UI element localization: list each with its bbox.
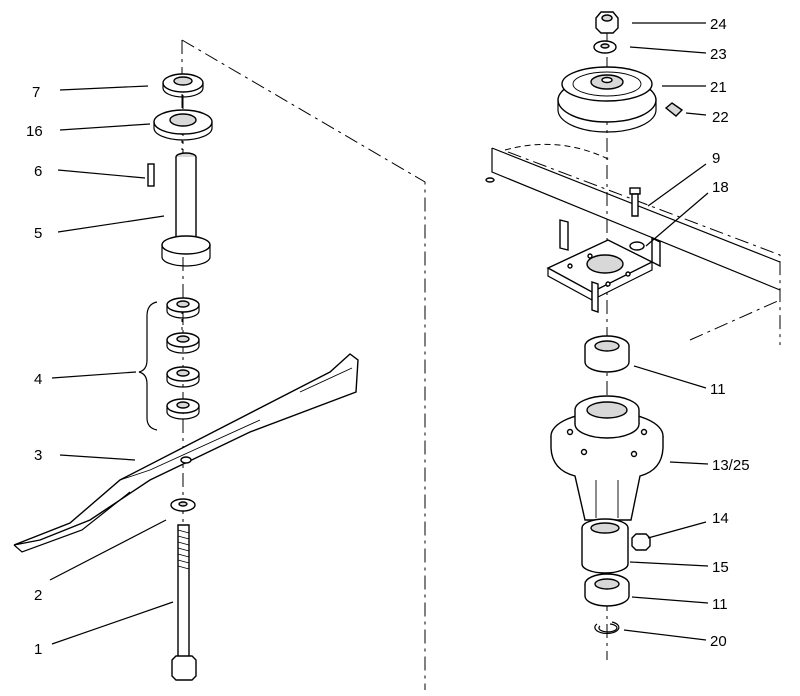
callout-4: 4: [34, 371, 42, 388]
part-18-bracket: [629, 236, 661, 268]
callout-3: 3: [34, 447, 42, 464]
part-16-washer: [153, 109, 213, 141]
callout-24: 24: [710, 16, 727, 33]
callout-5: 5: [34, 225, 42, 242]
mounting-plate: [546, 219, 654, 313]
part-14-nut: [631, 533, 651, 551]
part-5-spacer-tube: [161, 152, 211, 267]
callout-22: 22: [712, 109, 729, 126]
callout-6: 6: [34, 163, 42, 180]
callout-23: 23: [710, 46, 727, 63]
part-21-pulley: [557, 66, 657, 133]
part-20-retaining-ring: [594, 621, 620, 634]
part-15-spacer: [581, 518, 629, 574]
deck-outline: [181, 39, 781, 690]
leader-lines: [49, 22, 709, 645]
part-24-nut: [595, 11, 619, 34]
part-2-washer: [170, 498, 196, 512]
callout-21: 21: [710, 79, 727, 96]
callout-11-upper: 11: [710, 381, 726, 398]
callout-1: 1: [34, 641, 42, 658]
callout-2: 2: [34, 587, 42, 604]
callout-16: 16: [26, 123, 43, 140]
callout-9: 9: [712, 150, 720, 167]
part-1-bolt: [171, 524, 197, 681]
part-23-washer: [593, 40, 617, 54]
part-13-25-housing: [550, 395, 664, 521]
callout-15: 15: [712, 559, 729, 576]
part-11-upper-bearing: [584, 335, 630, 373]
callout-7: 7: [32, 84, 40, 101]
part-6-key: [147, 163, 155, 187]
callout-14: 14: [712, 510, 729, 527]
part-22-set-screw: [664, 102, 684, 117]
callout-18: 18: [712, 179, 729, 196]
part-11-lower-bearing: [584, 573, 630, 607]
part-9-bolt: [629, 187, 641, 217]
callout-20: 20: [710, 633, 727, 650]
part-4-washers: [138, 297, 200, 431]
callout-13-25: 13/25: [712, 457, 750, 474]
callout-11-lower: 11: [712, 596, 728, 613]
part-7-washer: [162, 73, 204, 98]
part-3-blade: [13, 353, 359, 553]
